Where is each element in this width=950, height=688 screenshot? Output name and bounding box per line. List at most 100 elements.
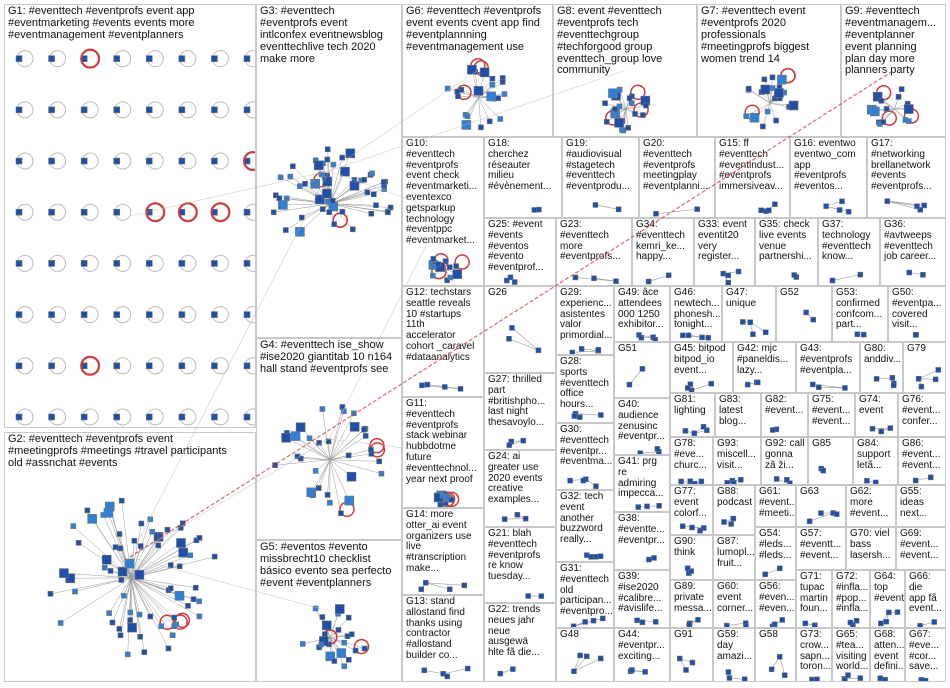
vertex <box>506 336 512 342</box>
vertex <box>447 274 454 281</box>
group-label: G88: podcast <box>717 486 753 508</box>
vertex <box>348 631 355 638</box>
vertex <box>80 413 88 421</box>
group-label: G36: #avtweeps #eventtech job career... <box>884 219 937 263</box>
vertex <box>816 384 822 390</box>
vertex <box>338 510 344 517</box>
edge <box>572 350 599 353</box>
vertex <box>430 256 437 262</box>
edge <box>425 582 465 586</box>
group-cell-g73: G73: crow... sapn... toron... <box>796 628 832 682</box>
vertex <box>749 112 760 123</box>
group-label: G31: #eventtech old participan... #event… <box>560 563 613 618</box>
vertex <box>486 91 496 102</box>
group-label: G52 <box>780 287 799 298</box>
group-label: G74: event <box>859 394 884 416</box>
group-subgraph <box>684 565 694 576</box>
vertex <box>299 641 306 647</box>
group-label: G61: #event... #meeti... <box>759 486 796 519</box>
vertex <box>486 118 493 125</box>
vertex <box>137 543 144 549</box>
group-subgraph <box>912 332 919 338</box>
vertex <box>686 621 692 627</box>
vertex <box>306 435 313 442</box>
group-label: G11: #eventtech #eventprofs stack webina… <box>406 398 477 485</box>
vertex <box>760 84 771 95</box>
vertex <box>351 177 358 183</box>
vertex <box>113 362 121 370</box>
vertex <box>509 325 515 331</box>
edge <box>573 658 601 672</box>
vertex <box>489 82 496 88</box>
group-cell-g58: G58 <box>755 628 796 682</box>
group-subgraph <box>878 609 901 627</box>
vertex <box>580 477 587 484</box>
vertex <box>113 311 121 318</box>
vertex <box>810 316 816 323</box>
edge <box>329 203 391 208</box>
edge <box>130 577 173 636</box>
vertex <box>15 311 23 318</box>
vertex <box>380 179 387 185</box>
edge <box>285 437 331 461</box>
vertex <box>743 623 749 627</box>
vertex <box>506 442 513 448</box>
vertex <box>178 106 186 114</box>
vertex <box>473 86 484 96</box>
group-label: G46: newtech... phonesh... tonight... <box>674 287 721 331</box>
vertex <box>80 260 88 267</box>
vertex <box>878 620 884 627</box>
vertex <box>750 331 756 337</box>
vertex <box>121 592 127 599</box>
vertex <box>644 503 650 510</box>
vertex <box>572 274 579 281</box>
vertex <box>444 673 451 680</box>
group-label: G60: event corner... <box>717 581 754 614</box>
vertex <box>861 331 867 338</box>
vertex <box>510 666 516 672</box>
vertex <box>329 197 336 204</box>
vertex <box>784 477 790 483</box>
vertex <box>791 272 797 278</box>
vertex <box>196 598 202 605</box>
vertex <box>877 675 884 681</box>
vertex <box>725 279 732 285</box>
vertex <box>331 658 338 664</box>
vertex <box>764 108 771 115</box>
group-label: G93: miscell... visit... <box>717 438 756 471</box>
vertex <box>762 571 768 578</box>
vertex <box>178 413 186 421</box>
edge <box>779 656 786 676</box>
vertex <box>368 446 374 453</box>
group-label: G16: eventwo eventwo_com app #eventprofs… <box>794 138 856 193</box>
group-label: G89: private messa... <box>674 581 712 614</box>
vertex <box>324 492 331 498</box>
vertex <box>369 170 375 177</box>
vertex <box>705 335 711 341</box>
vertex <box>145 106 153 114</box>
group-subgraph <box>677 655 696 673</box>
vertex <box>117 566 128 577</box>
vertex <box>164 526 171 533</box>
vertex <box>665 272 672 278</box>
vertex <box>361 645 368 652</box>
vertex <box>629 667 635 673</box>
vertex <box>583 653 590 660</box>
vertex <box>522 515 529 522</box>
vertex <box>276 195 283 202</box>
vertex <box>593 483 599 489</box>
group-label: G49: âce attendees 000 1250 exhibitor... <box>618 287 664 331</box>
vertex <box>625 125 631 131</box>
vertex <box>361 176 367 183</box>
group-subgraph <box>725 669 748 681</box>
group-cell-g82: G82: #event... <box>761 393 808 437</box>
edge <box>640 451 659 454</box>
vertex <box>755 379 761 386</box>
vertex <box>464 113 471 119</box>
vertex <box>773 476 780 482</box>
vertex <box>642 669 648 675</box>
group-cell-g56: G56: #even... #even... <box>755 580 796 628</box>
vertex <box>614 118 624 128</box>
vertex <box>781 672 788 678</box>
vertex <box>760 123 766 130</box>
